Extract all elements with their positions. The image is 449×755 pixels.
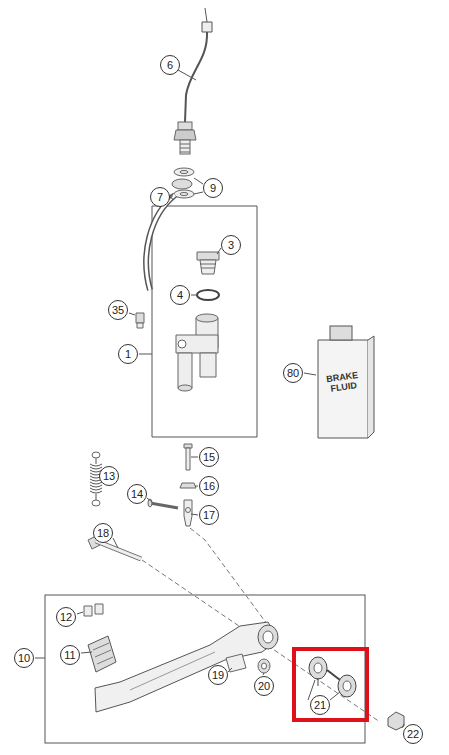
callout-circle: 15 bbox=[199, 447, 219, 467]
callout-circle: 20 bbox=[254, 676, 274, 696]
callout-number: 14 bbox=[131, 489, 143, 500]
callout-circle: 10 bbox=[14, 648, 34, 668]
callout-number: 3 bbox=[228, 240, 234, 251]
callout-circle: 11 bbox=[60, 645, 80, 665]
callout-number: 35 bbox=[112, 305, 124, 316]
callout-number: 1 bbox=[125, 349, 131, 360]
callout-number: 16 bbox=[203, 481, 215, 492]
callout-number: 17 bbox=[203, 510, 215, 521]
callout-number: 4 bbox=[177, 290, 183, 301]
callout-circle: 7 bbox=[150, 187, 170, 207]
callout-circle: 35 bbox=[108, 300, 128, 320]
callout-circle: 14 bbox=[127, 484, 147, 504]
callout-number: 6 bbox=[167, 60, 173, 71]
callout-number: 13 bbox=[103, 471, 115, 482]
callout-circle: 12 bbox=[56, 607, 76, 627]
callout-circle: 9 bbox=[203, 178, 223, 198]
callout-circle: 3 bbox=[221, 235, 241, 255]
callout-circle: 6 bbox=[160, 55, 180, 75]
highlight-box bbox=[294, 649, 367, 720]
callout-circle: 18 bbox=[93, 523, 113, 543]
callout-circle: 17 bbox=[199, 505, 219, 525]
callout-number: 22 bbox=[407, 729, 419, 740]
callout-circle: 22 bbox=[403, 724, 423, 744]
callout-number: 9 bbox=[210, 183, 216, 194]
callout-number: 12 bbox=[60, 612, 72, 623]
callout-circle: 19 bbox=[208, 665, 228, 685]
callout-circle: 4 bbox=[170, 285, 190, 305]
callout-number: 20 bbox=[258, 681, 270, 692]
callout-number: 21 bbox=[314, 700, 326, 711]
callout-circle: 80 bbox=[283, 363, 303, 383]
callout-number: 80 bbox=[287, 368, 299, 379]
callout-circle: 1 bbox=[118, 344, 138, 364]
callout-number: 19 bbox=[212, 670, 224, 681]
callout-number: 11 bbox=[64, 650, 75, 661]
callout-number: 10 bbox=[18, 653, 30, 664]
callout-circle: 21 bbox=[310, 695, 330, 715]
callout-circle: 13 bbox=[99, 466, 119, 486]
callout-circle: 16 bbox=[199, 476, 219, 496]
callout-number: 15 bbox=[203, 452, 215, 463]
callout-number: 7 bbox=[157, 192, 163, 203]
callout-number: 18 bbox=[97, 528, 109, 539]
